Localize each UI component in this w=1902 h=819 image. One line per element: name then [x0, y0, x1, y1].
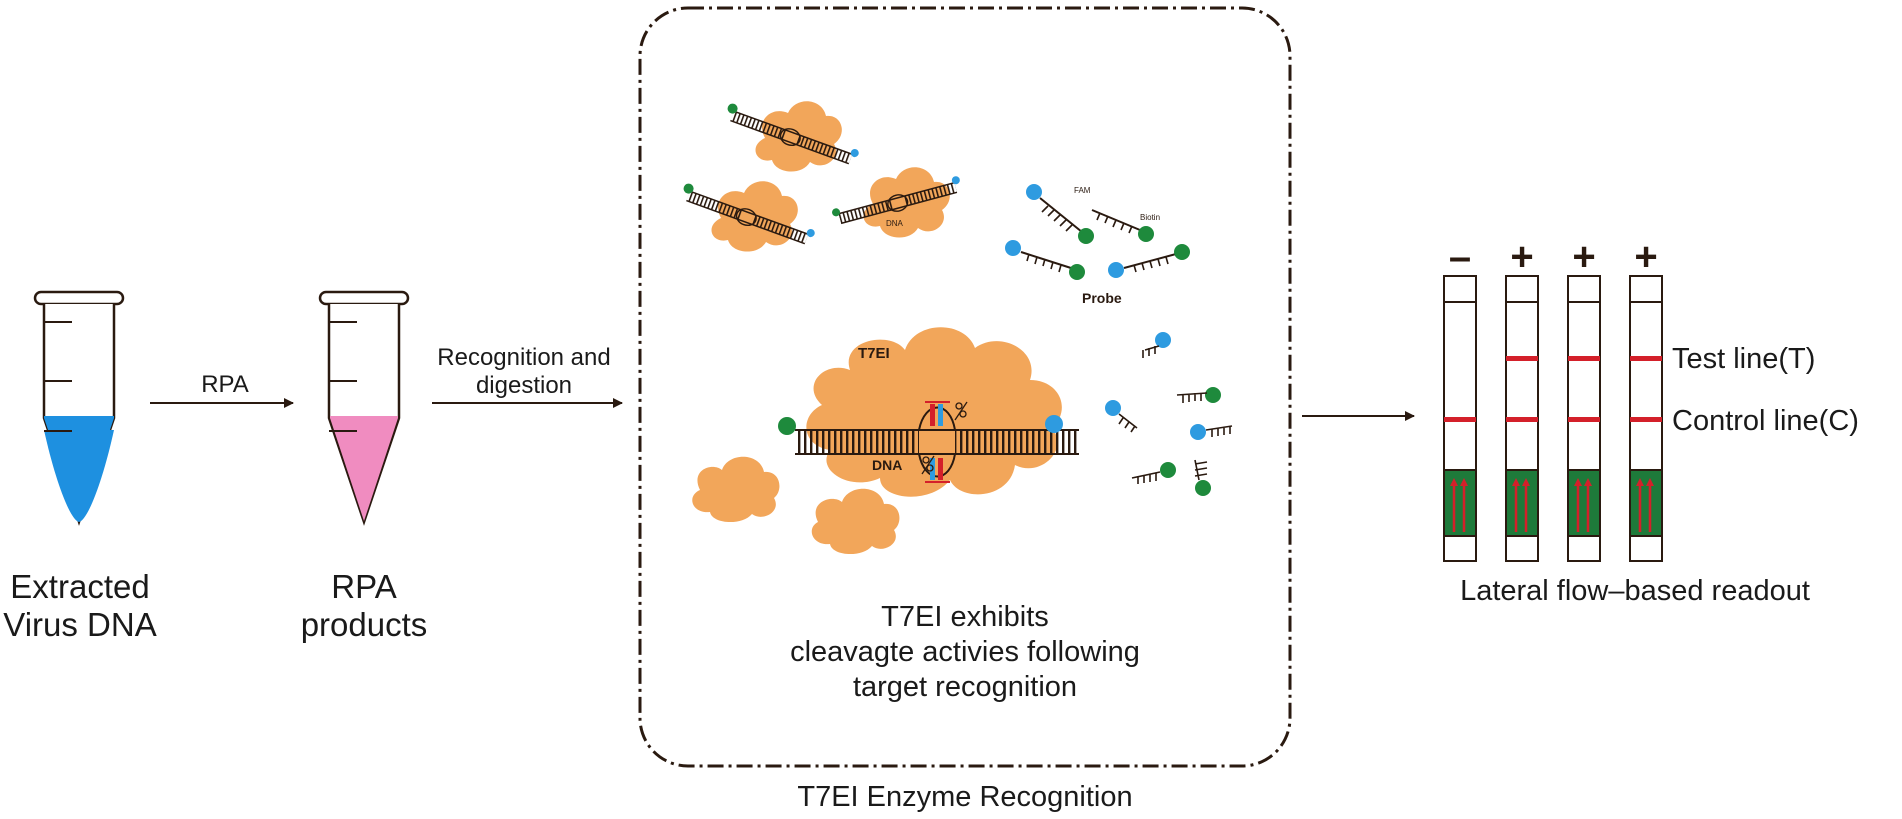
probe-label: Probe [1082, 290, 1122, 306]
lateral-flow-strips: –+++ [1443, 235, 1663, 562]
recognition-line-2: digestion [475, 372, 573, 399]
cleaved-probe-fragments [1105, 332, 1233, 496]
test-line [1506, 356, 1538, 361]
t7ei-enzyme-large: T7EI DNA [778, 327, 1079, 497]
recognition-arrow-label: Recognition and digestion [420, 344, 628, 400]
description-line-1: T7EI exhibits [881, 601, 1049, 633]
description-line-3: target recognition [852, 671, 1078, 703]
control-line [1444, 417, 1476, 422]
tube-1-label-line-1: Extracted [10, 568, 150, 605]
recognition-line-1: Recognition and [437, 344, 611, 371]
readout-label: Lateral flow–based readout [1460, 575, 1810, 607]
strip-sign: + [1634, 235, 1657, 279]
tube-1-label: Extracted Virus DNA [0, 568, 160, 644]
small-dna-label: DNA [886, 219, 904, 228]
control-line [1630, 417, 1662, 422]
strip-sign: + [1510, 235, 1533, 279]
flow-arrow-head [1636, 478, 1644, 486]
test-line [1568, 356, 1600, 361]
control-line [1506, 417, 1538, 422]
strip-sample-pad [1443, 469, 1477, 537]
tube-2-label: RPA products [294, 568, 434, 644]
rpa-arrow-label: RPA [201, 371, 249, 398]
strip-sign: + [1572, 235, 1595, 279]
tube-rpa-products [318, 290, 410, 526]
flow-arrow-head [1522, 478, 1530, 486]
strip-sample-pad [1567, 469, 1601, 537]
flow-arrow-head [1460, 478, 1468, 486]
strip-sample-pad [1629, 469, 1663, 537]
tube-2-label-line-2: products [300, 606, 428, 643]
strip-sign: – [1449, 235, 1471, 279]
fam-label: FAM [1074, 186, 1091, 195]
dna-label: DNA [872, 457, 902, 473]
tube-2-label-line-1: RPA [331, 568, 397, 605]
flow-arrow-head [1646, 478, 1654, 486]
probe-group: FAM Biotin Probe [1005, 184, 1190, 306]
test-line-label: Test line(T) [1672, 343, 1816, 375]
center-box-border [638, 6, 1292, 768]
tube-1-label-line-2: Virus DNA [3, 606, 157, 643]
pink-liquid [330, 416, 398, 521]
center-description: T7EI exhibits cleavagte activies followi… [730, 600, 1200, 705]
strip-sample-pad [1505, 469, 1539, 537]
control-line-label: Control line(C) [1672, 405, 1859, 437]
scissors-icon [954, 401, 968, 421]
flow-arrow-head [1574, 478, 1582, 486]
flow-arrow-head [1450, 478, 1458, 486]
enzyme-complex-small: DNA [683, 101, 960, 252]
enzyme-cloud-small [811, 488, 900, 555]
enzyme-cloud-small [692, 456, 780, 523]
flow-arrow-head [1512, 478, 1520, 486]
control-line [1568, 417, 1600, 422]
t7ei-label: T7EI [858, 345, 890, 362]
center-box-title: T7EI Enzyme Recognition [797, 781, 1133, 813]
flow-arrow-head [1584, 478, 1592, 486]
scissors-icon [921, 455, 935, 475]
tube-extracted-dna [33, 290, 125, 526]
description-line-2: cleavagte activies following [790, 636, 1140, 668]
test-line [1630, 356, 1662, 361]
biotin-label: Biotin [1140, 213, 1160, 222]
